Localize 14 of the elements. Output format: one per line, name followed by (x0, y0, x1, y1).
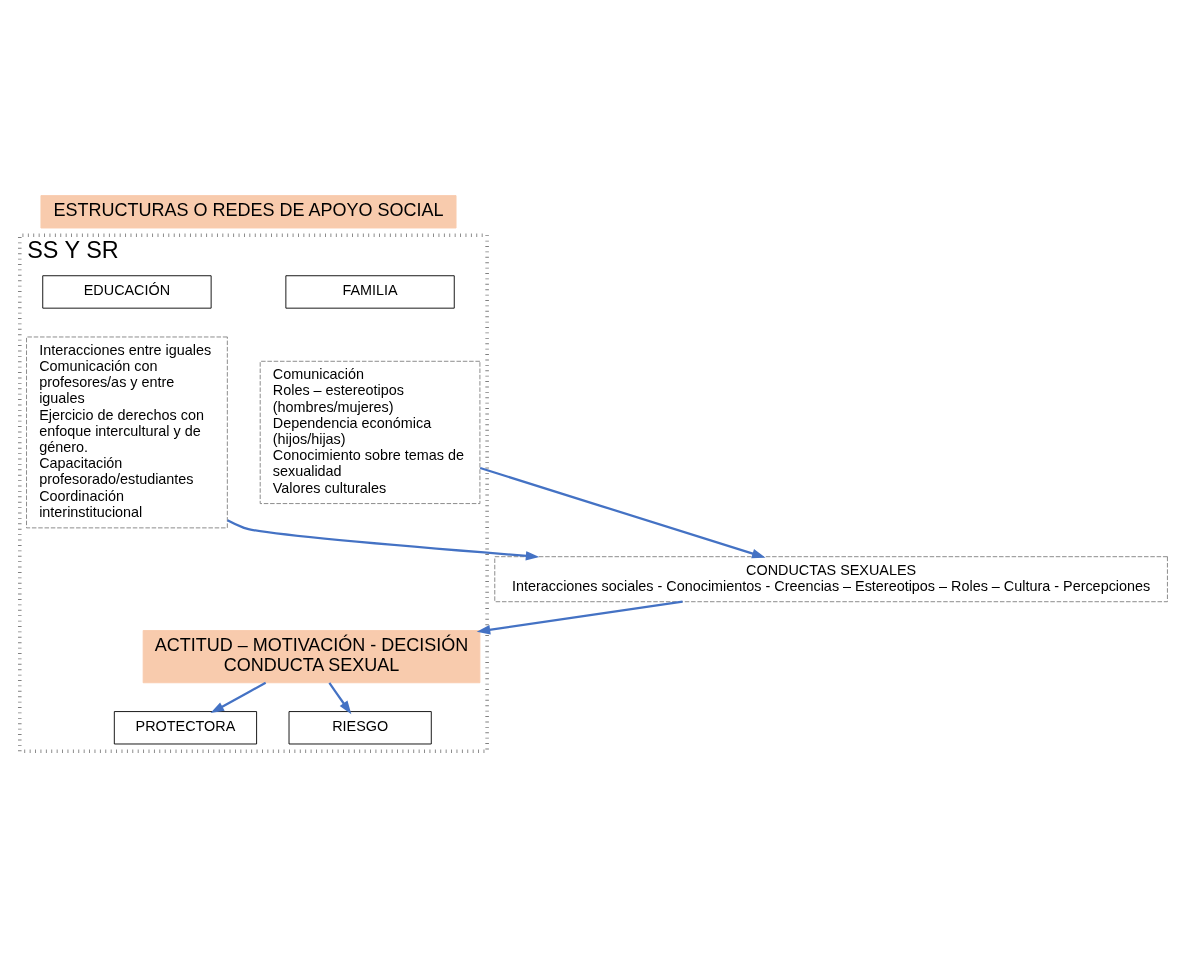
node-box: FAMILIA (285, 274, 455, 309)
arrow (328, 681, 352, 714)
node-box: ACTITUD – MOTIVACIÓN - DECISIÓN CONDUCTA SEXUAL (142, 629, 481, 683)
node-box: Comunicación Roles – estereotipos (hombres/mujeres) Dependencia económica (hijos/hijas) Conocimiento sobre temas de sexualidad Valores culturales (259, 360, 481, 504)
node-box: ESTRUCTURAS O REDES DE APOYO SOCIAL (40, 194, 457, 228)
arrow (479, 466, 766, 558)
node-box: CONDUCTAS SEXUALES Interacciones sociales - Conocimientos - Creencias – Estereotipos – Roles – Cultura - Percepciones (494, 555, 1168, 602)
arrow (476, 600, 683, 634)
arrow (226, 518, 540, 561)
node-box: Interacciones entre iguales Comunicación con profesores/as y entre iguales Ejercicio de derechos con enfoque intercultural y de género. Capacitación profesorado/estudiantes Coordinación interinstitucional (26, 336, 228, 528)
node-box: EDUCACIÓN (42, 274, 212, 309)
arrow (210, 681, 267, 713)
node-box: RIESGO (288, 710, 432, 744)
node-box: PROTECTORA (113, 710, 258, 744)
